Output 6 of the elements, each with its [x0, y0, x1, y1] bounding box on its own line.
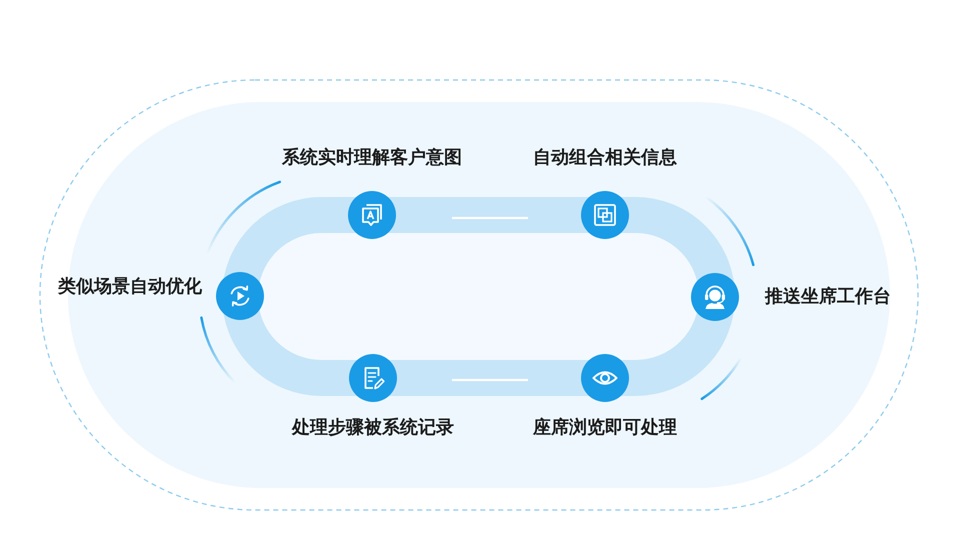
- step-label: 系统实时理解客户意图: [282, 147, 462, 169]
- step-label: 推送坐席工作台: [765, 286, 891, 308]
- step-label: 座席浏览即可处理: [533, 417, 677, 439]
- step-label: 类似场景自动优化: [58, 276, 202, 298]
- step-label: 处理步骤被系统记录: [292, 417, 454, 439]
- step-label: 自动组合相关信息: [533, 147, 677, 169]
